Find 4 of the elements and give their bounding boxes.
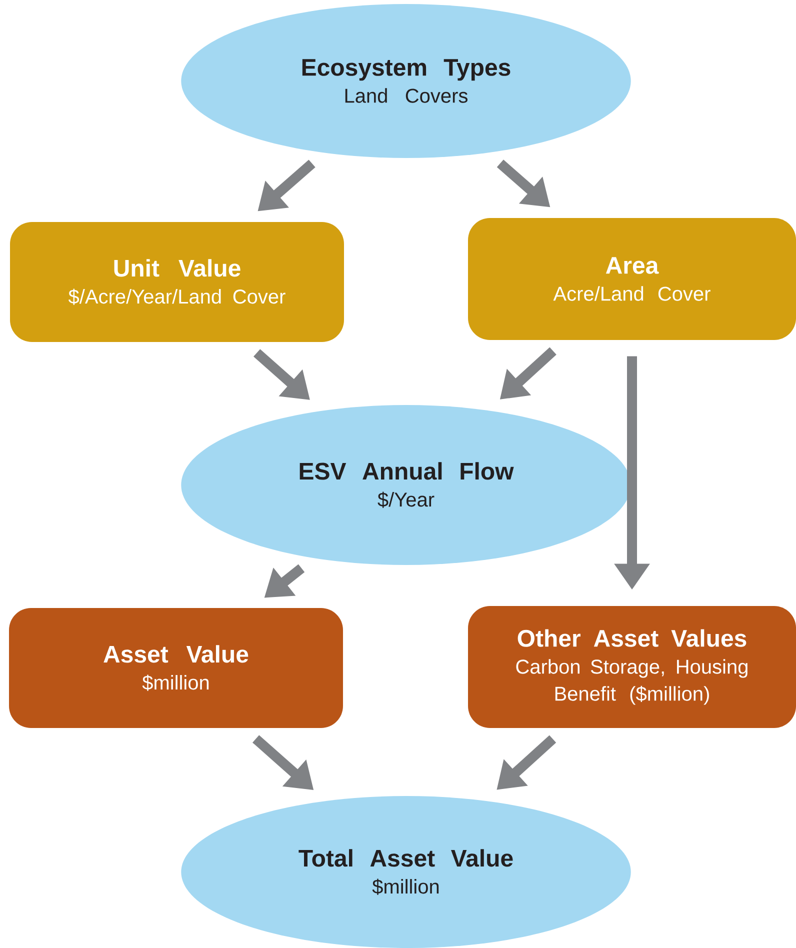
- rounded-box: Other Asset Values Carbon Storage, Housing Benefit ($million): [468, 606, 796, 728]
- rounded-box: Unit Value $/Acre/Year/Land Cover: [10, 222, 344, 342]
- rounded-box: Asset Value $million: [9, 608, 343, 728]
- rounded-box: Area Acre/Land Cover: [468, 218, 796, 340]
